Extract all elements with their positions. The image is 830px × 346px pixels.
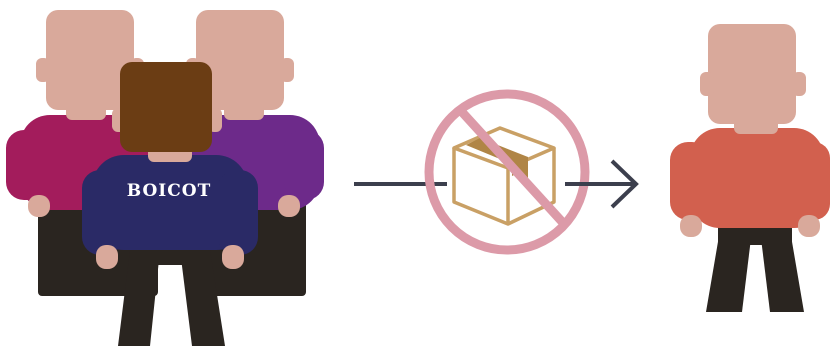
shirt-label: BOICOT — [127, 181, 211, 201]
box-icon — [454, 128, 554, 224]
person-target — [670, 24, 830, 312]
